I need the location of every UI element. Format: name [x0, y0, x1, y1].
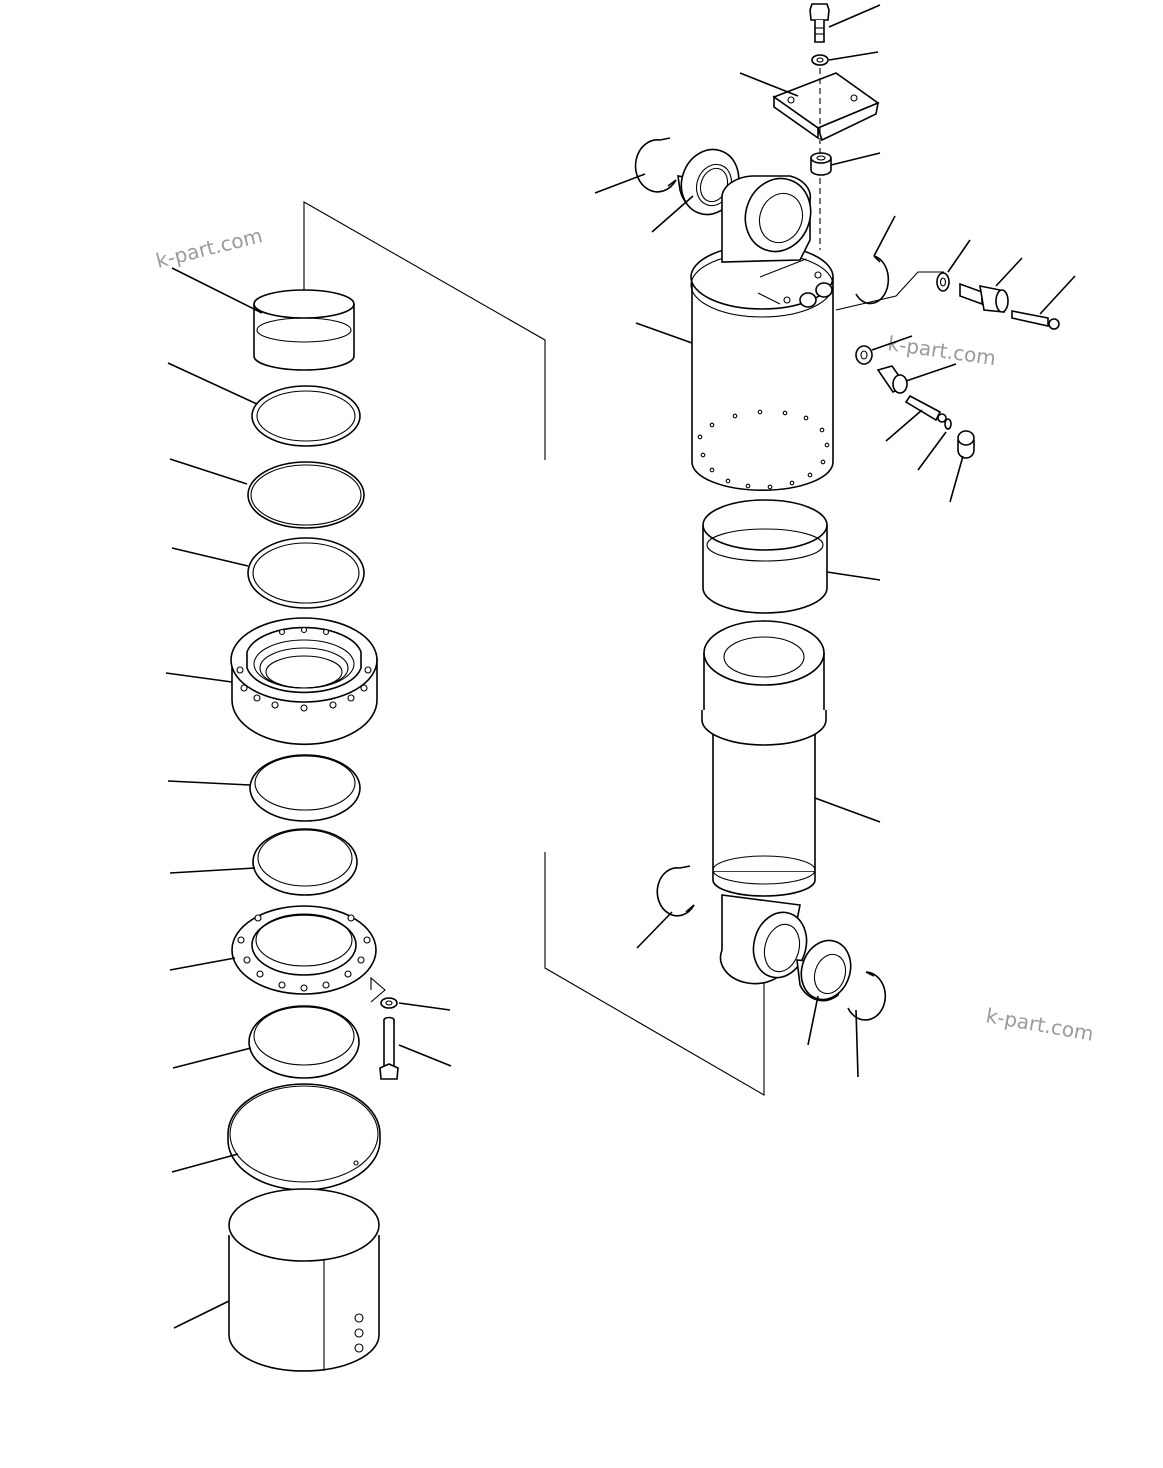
large-snap-ring: [171, 1083, 381, 1191]
piston-rod: [701, 620, 881, 985]
flange-bolt-holes: [237, 914, 371, 992]
fitting-leader-line: [835, 271, 944, 311]
o-ring-small: [917, 418, 952, 471]
fitting-cap-lower: [949, 430, 975, 503]
washer-top: [811, 51, 879, 66]
watermark-bottom-right: k-part.com: [984, 1003, 1095, 1046]
ring-2: [169, 458, 365, 529]
spacer-collar: [810, 152, 881, 176]
wear-sleeve: [173, 1188, 380, 1372]
flange-plate: [169, 905, 377, 995]
snap-ring-bottom-left: [636, 865, 695, 949]
nipple-nut: [936, 239, 971, 292]
fitting-cap-upper: [1011, 275, 1076, 330]
watermark-top-left: k-part.com: [153, 223, 264, 273]
ring-3: [171, 537, 365, 609]
assembly-bracket-lines: [303, 201, 765, 1096]
tube-bolt-holes: [697, 409, 830, 490]
ring-4: [167, 754, 361, 822]
fitting-stem-lower: [885, 394, 947, 442]
housing-bolt-holes: [236, 626, 372, 712]
ring-5: [169, 828, 358, 896]
flanged-housing: [165, 617, 378, 746]
bushing-right: [702, 499, 881, 614]
lock-plate: [739, 72, 880, 142]
ring-6: [172, 1005, 360, 1079]
bolt-top: [809, 3, 881, 43]
bolt-left: [379, 1016, 452, 1080]
snap-ring-bottom-right: [847, 971, 887, 1078]
washer-small-left: [380, 997, 451, 1011]
grease-fitting-upper: [959, 257, 1023, 313]
grease-fitting-lower: [876, 363, 957, 394]
spherical-bearing-bottom: [796, 939, 852, 1046]
watermark-center-right: k-part.com: [886, 331, 997, 370]
ring-1: [167, 362, 361, 447]
snap-ring-top-right: [855, 215, 896, 305]
nipple-nut-lower: [855, 335, 913, 365]
cylinder-tube: [635, 175, 834, 491]
snap-ring-top-left: [594, 137, 677, 194]
bushing-top: [171, 267, 355, 371]
